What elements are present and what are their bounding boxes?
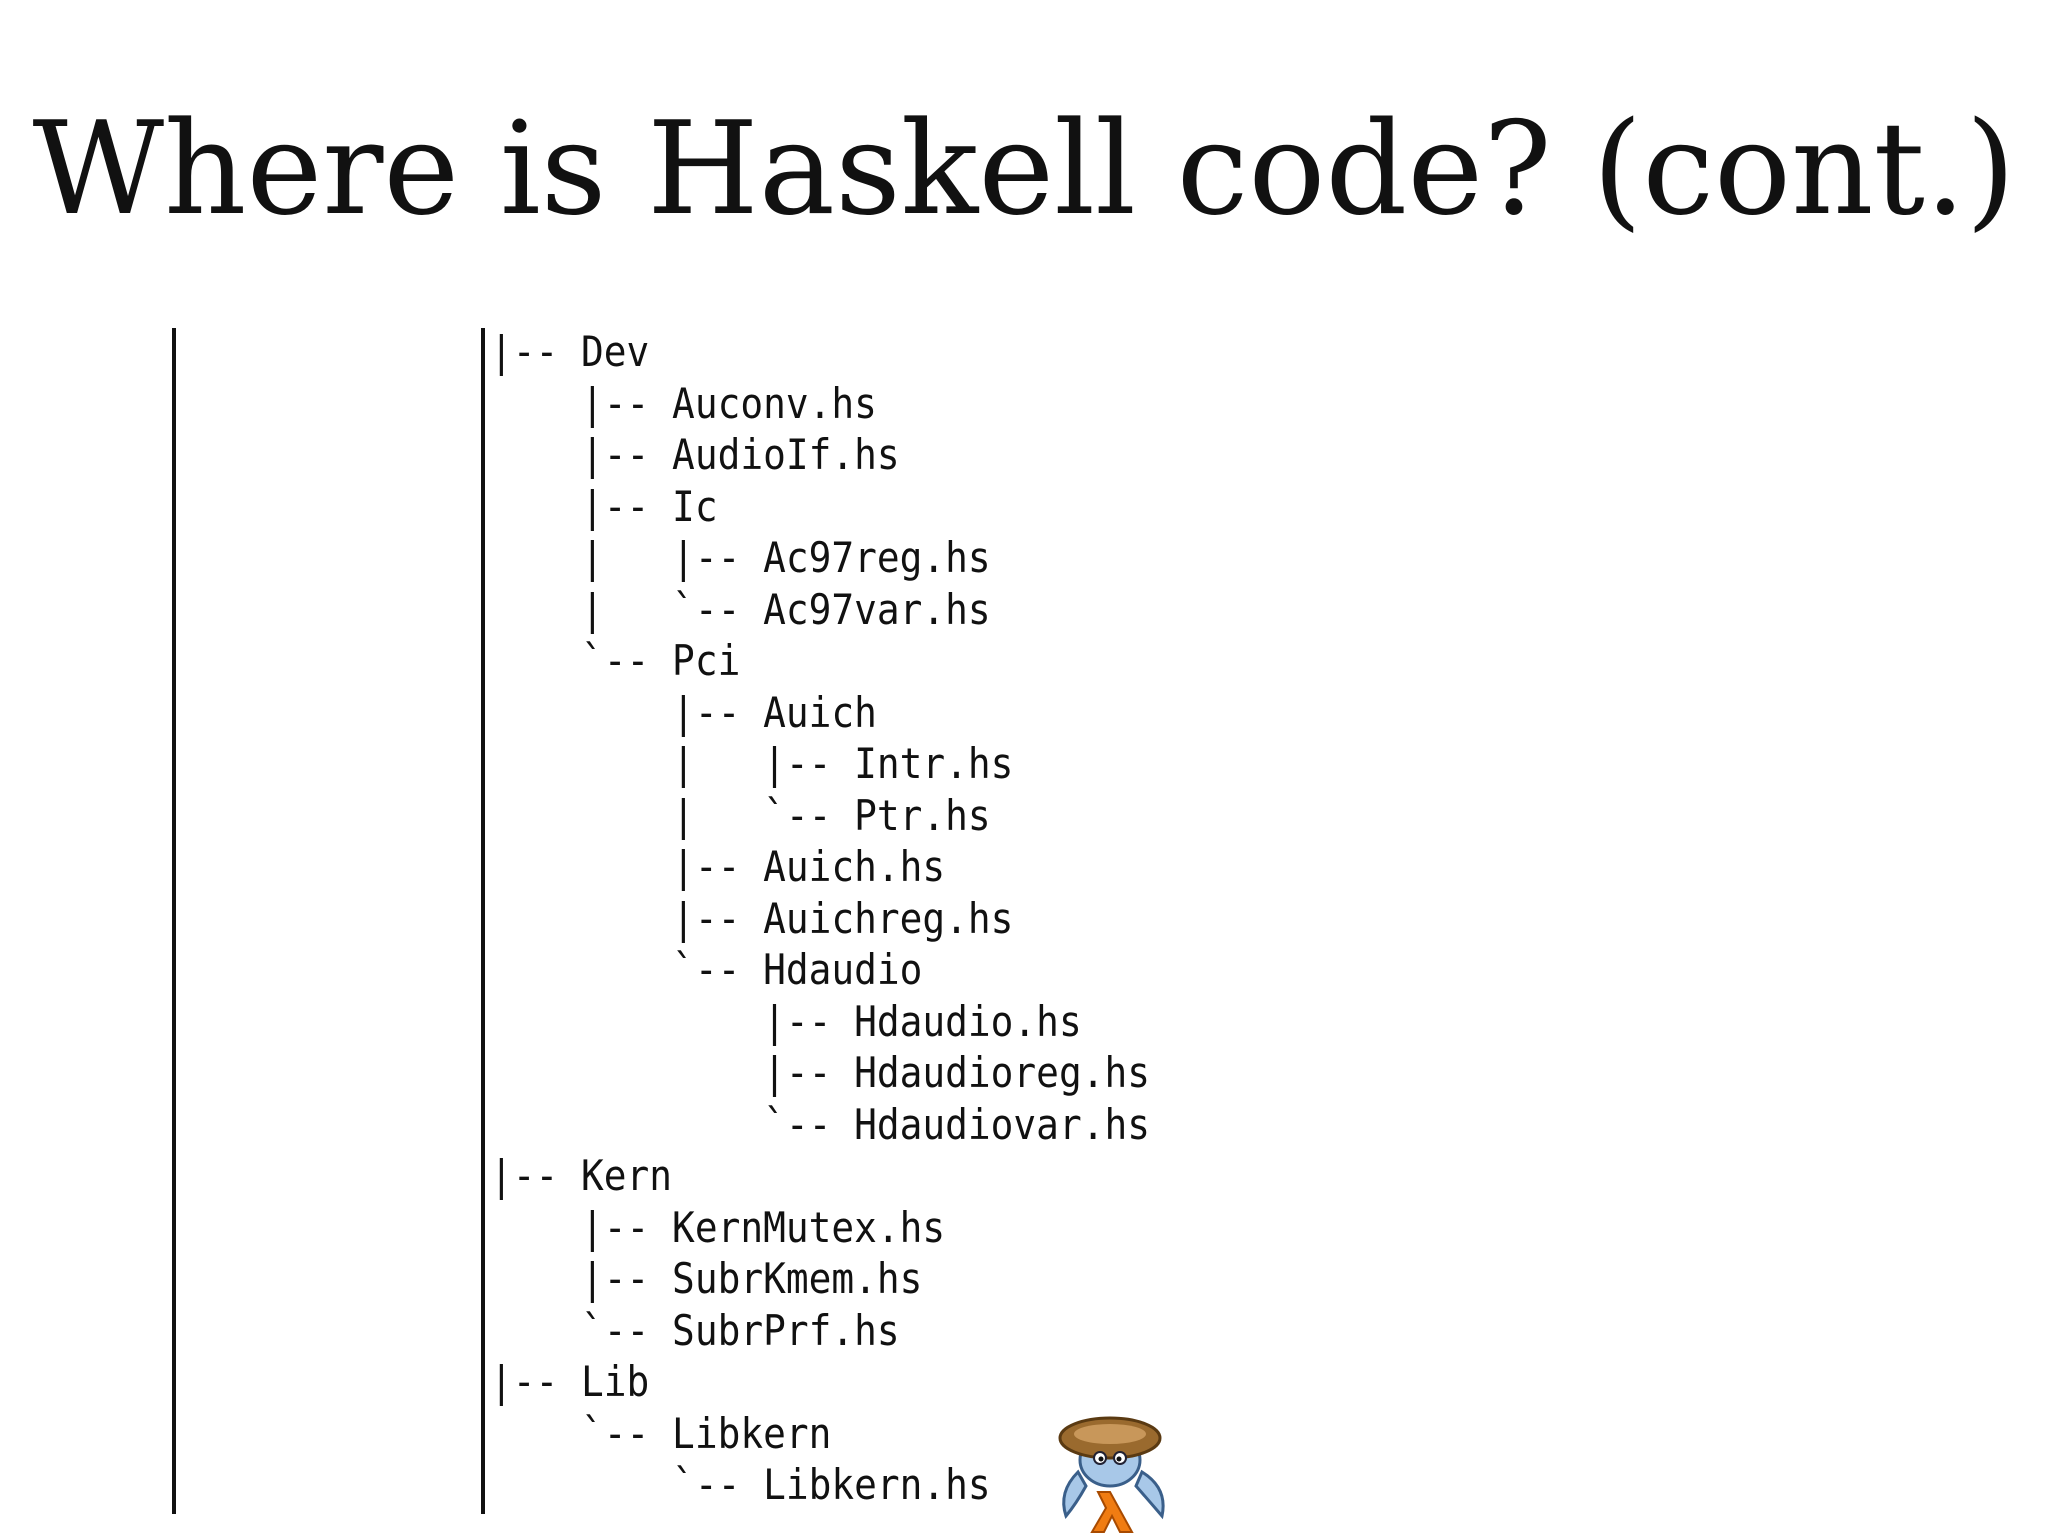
haskell-mascot-icon	[1058, 1416, 1165, 1533]
tree-line: |-- Kern	[490, 1151, 673, 1200]
tree-line: `-- Hdaudio	[490, 945, 923, 994]
tree-line: |-- Auichreg.hs	[490, 893, 1014, 943]
tree-line: |-- Auconv.hs	[490, 378, 877, 428]
outer-tree-vertical-line	[172, 328, 176, 1514]
tree-line: |-- Auich.hs	[490, 842, 946, 891]
tree-line: |-- AudioIf.hs	[490, 430, 900, 479]
tree-line: |-- Auich	[490, 687, 877, 737]
tree-line: | `-- Ac97var.hs	[490, 584, 991, 634]
tree-line: |-- Dev	[490, 327, 650, 376]
tree-line: | |-- Ac97reg.hs	[490, 533, 991, 582]
tree-line: | |-- Intr.hs	[490, 739, 1014, 788]
root-tree-vertical-line	[481, 328, 485, 1514]
tree-line: |-- Ic	[490, 481, 718, 531]
tree-line: |-- SubrKmem.hs	[490, 1254, 923, 1303]
tree-line: `-- Libkern.hs	[490, 1460, 991, 1509]
tree-line: | `-- Ptr.hs	[490, 790, 991, 840]
tree-line: |-- Hdaudio.hs	[490, 996, 1082, 1046]
tree-line: `-- Libkern	[490, 1408, 832, 1458]
slide-title: Where is Haskell code? (cont.)	[32, 95, 2016, 244]
tree-line: |-- KernMutex.hs	[490, 1202, 946, 1252]
tree-line: |-- Lib	[490, 1357, 650, 1406]
tree-line: |-- Hdaudioreg.hs	[490, 1048, 1150, 1097]
tree-line: `-- Hdaudiovar.hs	[490, 1099, 1150, 1149]
tree-line: `-- Pci	[490, 636, 741, 685]
tree-line: `-- SubrPrf.hs	[490, 1305, 900, 1355]
